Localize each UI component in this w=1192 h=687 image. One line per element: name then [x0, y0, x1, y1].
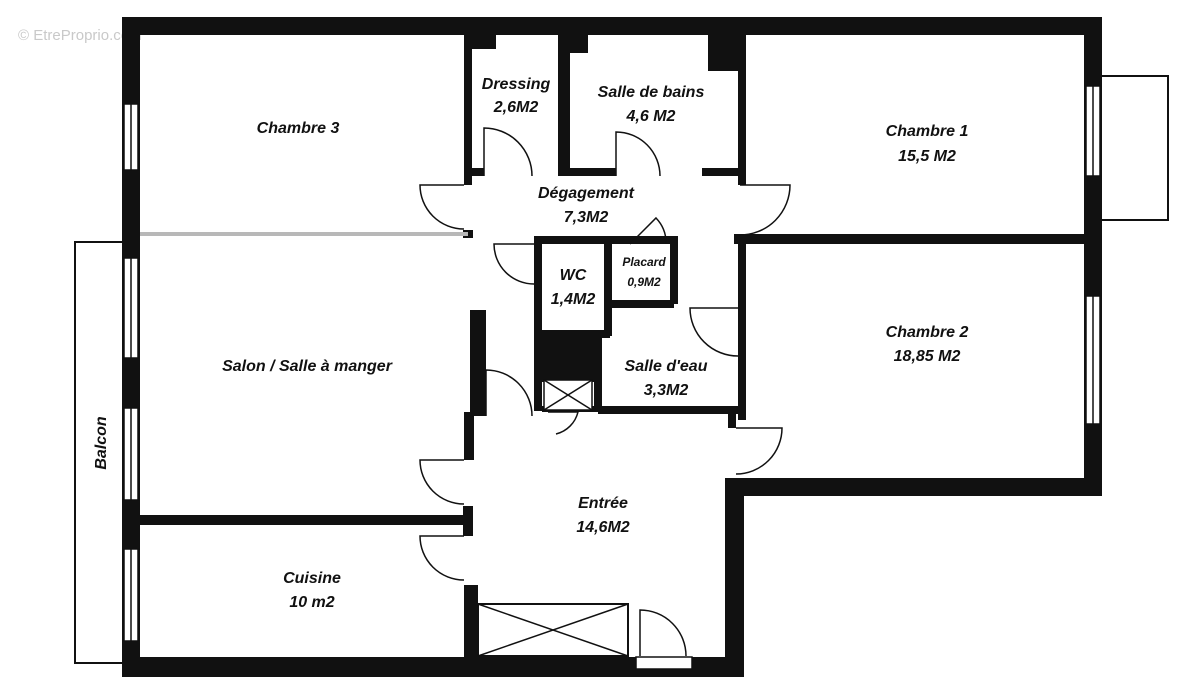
entree-area: 14,6M2 [576, 519, 629, 536]
placard-name: Placard [622, 255, 666, 269]
balcon-name: Balcon [93, 416, 110, 470]
interior-walls [140, 35, 1084, 665]
cuisine-area: 10 m2 [289, 594, 334, 611]
degagement-name: Dégagement [538, 185, 635, 202]
degagement-area: 7,3M2 [564, 209, 609, 226]
dressing-name: Dressing [482, 76, 551, 93]
chambre2-name: Chambre 2 [886, 324, 969, 341]
ventilation-shaft [543, 379, 593, 411]
watermark-text: © EtreProprio.com [18, 27, 142, 44]
salle-de-bains-area: 4,6 M2 [626, 108, 676, 125]
room-labels: Chambre 3 Dressing 2,6M2 Salle de bains … [93, 76, 968, 611]
salle-deau-area: 3,3M2 [644, 382, 689, 399]
salle-deau-name: Salle d'eau [625, 358, 708, 375]
door-swings [419, 127, 791, 657]
salon-name: Salon / Salle à manger [222, 358, 393, 375]
outer-walls [122, 17, 1102, 677]
front-door-threshold [635, 656, 693, 670]
entrance-cupboard [477, 603, 629, 657]
entree-name: Entrée [578, 495, 628, 512]
windows [123, 85, 1101, 642]
window-box-chambre1 [1095, 75, 1169, 221]
cuisine-name: Cuisine [283, 570, 341, 587]
dressing-area: 2,6M2 [493, 99, 539, 116]
placard-area: 0,9M2 [627, 275, 661, 289]
chambre1-name: Chambre 1 [886, 123, 969, 140]
wc-area: 1,4M2 [551, 291, 596, 308]
chambre2-area: 18,85 M2 [894, 348, 961, 365]
salle-de-bains-name: Salle de bains [598, 84, 705, 101]
chambre1-area: 15,5 M2 [898, 148, 956, 165]
wc-name: WC [560, 267, 587, 284]
chambre3-name: Chambre 3 [257, 120, 340, 137]
